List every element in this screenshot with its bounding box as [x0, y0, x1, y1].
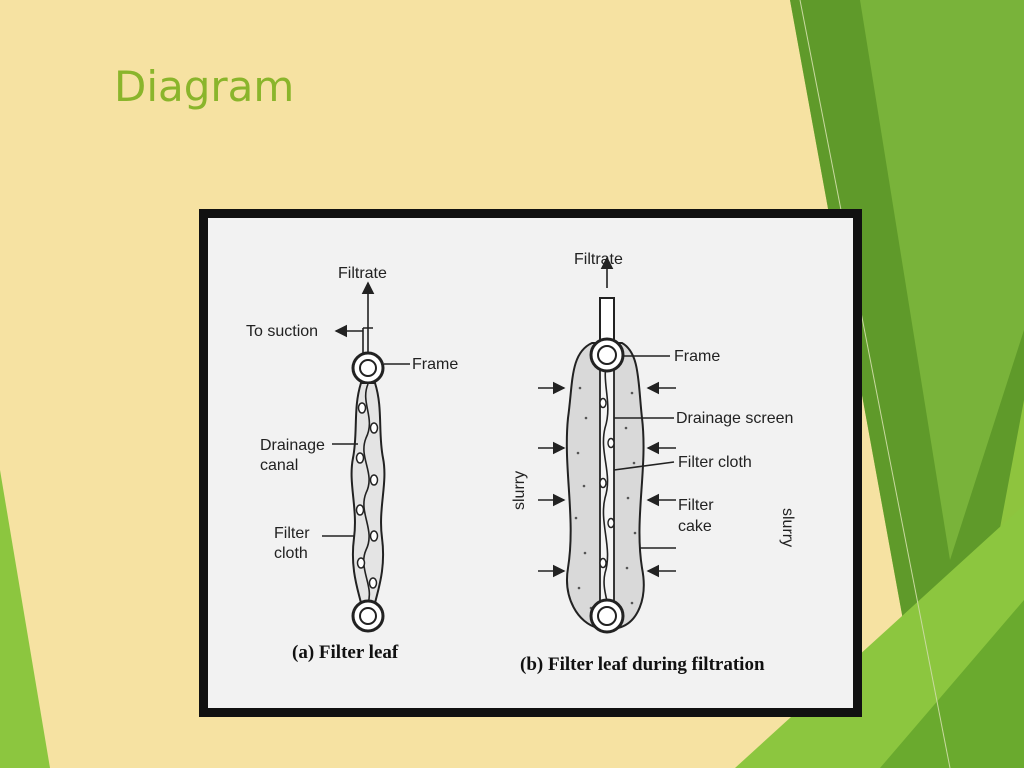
screen-bubbles-b	[599, 397, 615, 569]
label-filtrate-a: Filtrate	[338, 265, 387, 282]
label-filter-cloth-line1: Filter	[274, 525, 310, 542]
diagram-paper: Filtrate To suction Frame Drainage canal…	[208, 218, 853, 708]
thin-line-1	[799, 0, 951, 768]
label-filter-cloth-b: Filter cloth	[678, 454, 752, 471]
canal-bubbles-a	[355, 402, 379, 589]
label-drainage-screen: Drainage screen	[676, 410, 793, 427]
label-slurry-left: slurry	[511, 471, 528, 510]
diagram-frame: Filtrate To suction Frame Drainage canal…	[199, 209, 862, 717]
filter-leaf-diagram: Filtrate To suction Frame Drainage canal…	[246, 251, 796, 675]
label-slurry-right: slurry	[779, 508, 796, 547]
label-drainage-canal-line1: Drainage	[260, 437, 325, 454]
green-band-right-mid	[860, 0, 1024, 560]
slurry-arrows-left	[538, 381, 566, 578]
caption-a: (a) Filter leaf	[292, 642, 399, 663]
green-triangle-bottom-right-dark	[880, 600, 1024, 768]
label-filtrate-b: Filtrate	[574, 251, 623, 268]
filter-leaf-b: Filtrate Frame Drainage screen Filter cl…	[511, 251, 796, 675]
pipe-a	[362, 327, 373, 353]
cake-speckles	[574, 386, 637, 610]
label-to-suction: To suction	[246, 323, 318, 340]
label-filter-cake-line1: Filter	[678, 497, 714, 514]
slide-title: Diagram	[114, 62, 295, 111]
label-filter-cloth-line2: cloth	[274, 545, 308, 562]
label-drainage-canal-line2: canal	[260, 457, 298, 474]
caption-b: (b) Filter leaf during filtration	[520, 654, 765, 675]
filter-leaf-a: Filtrate To suction Frame Drainage canal…	[246, 265, 458, 663]
pipe-b	[599, 297, 615, 344]
label-filter-cake-line2: cake	[678, 518, 712, 535]
label-frame-b: Frame	[674, 348, 720, 365]
green-triangle-left	[0, 470, 50, 768]
slurry-arrows-right	[646, 381, 676, 578]
label-frame-a: Frame	[412, 356, 458, 373]
